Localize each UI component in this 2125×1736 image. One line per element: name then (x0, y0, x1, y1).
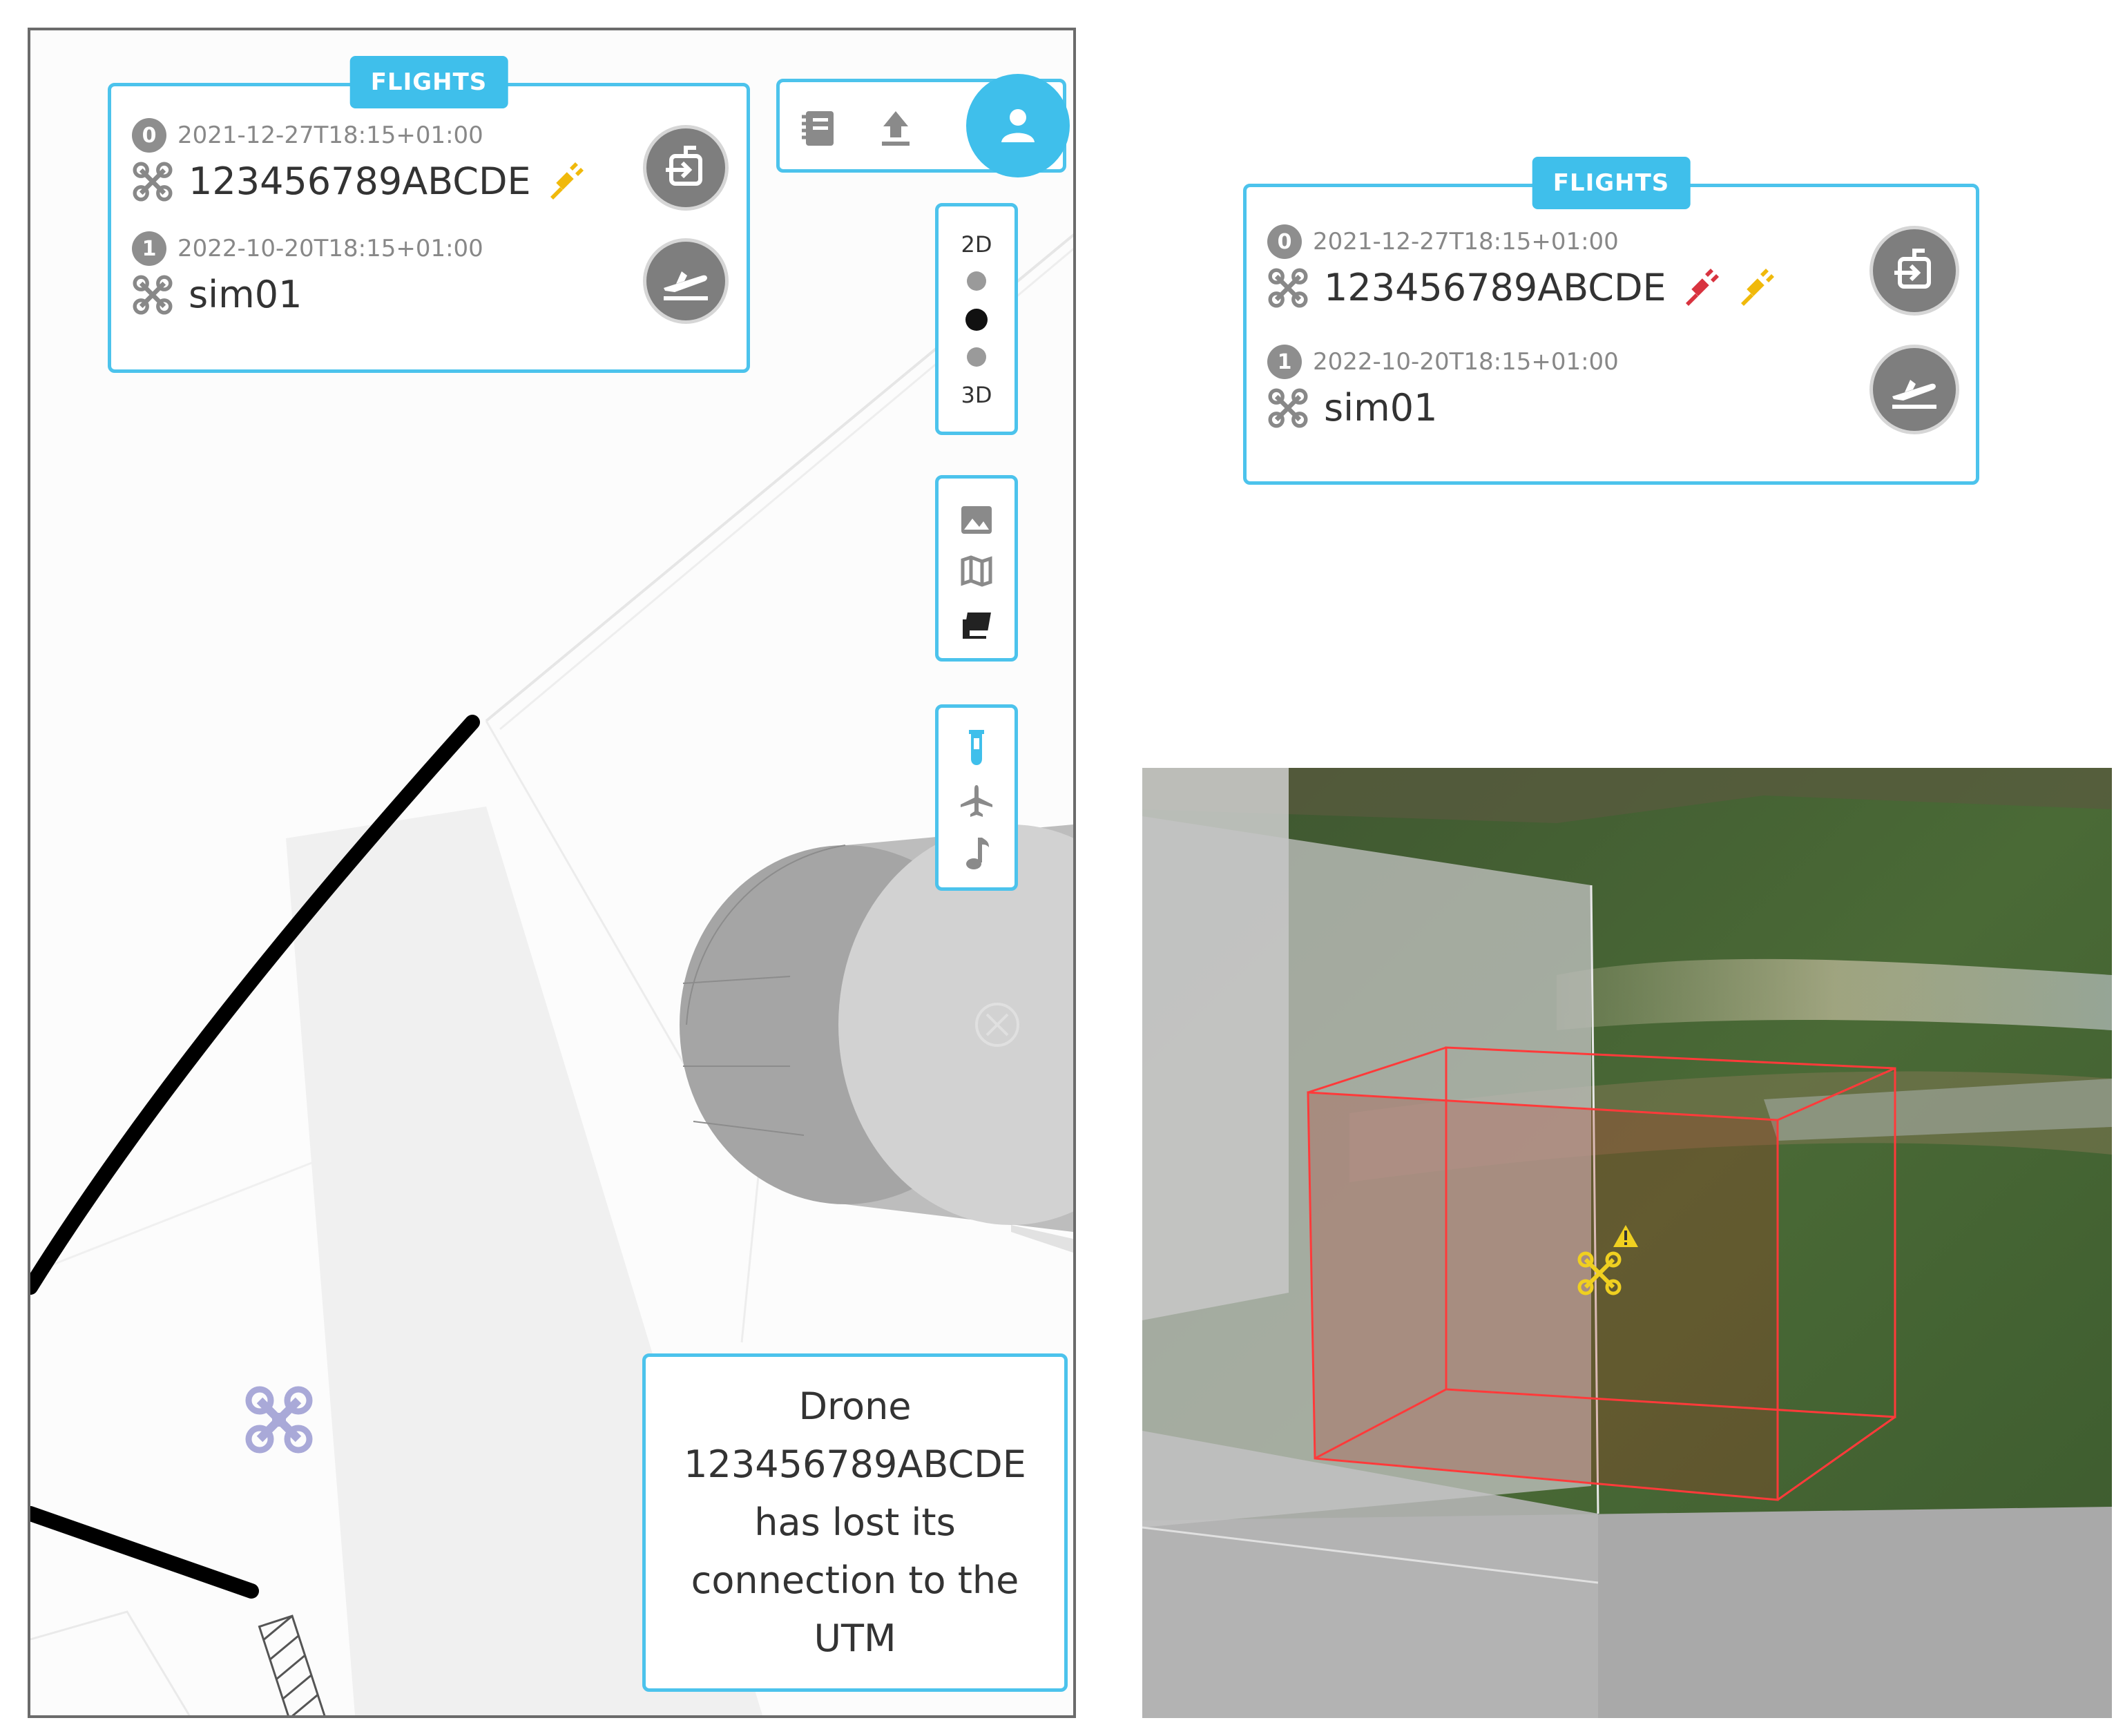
map-icon[interactable] (960, 554, 993, 588)
view-dimension-slider[interactable]: 2D 3D (935, 203, 1018, 435)
layers-icon[interactable] (959, 608, 994, 642)
user-icon (1001, 109, 1035, 142)
flight-item[interactable]: 0 2021-12-27T18:15+01:00 123456789ABCDE (132, 118, 726, 203)
switch-flight-button[interactable] (643, 125, 729, 211)
music-note-icon[interactable] (963, 835, 990, 871)
flights-panel: FLIGHTS 0 2021-12-27T18:15+01:00 1234567… (108, 56, 750, 373)
flight-item[interactable]: 0 2021-12-27T18:15+01:00 123456789ABCDE (1267, 224, 1955, 309)
layer-controls (935, 475, 1018, 662)
notebook-icon[interactable] (796, 106, 840, 150)
flight-name: sim01 (189, 273, 302, 316)
takeoff-button[interactable] (643, 238, 729, 324)
flight-index-badge: 1 (1267, 345, 1302, 379)
switch-flight-icon (666, 146, 702, 186)
drone-marker-icon[interactable] (244, 1385, 314, 1454)
slider-step[interactable] (967, 271, 986, 291)
flight-name: sim01 (1324, 386, 1438, 430)
drone-icon (133, 275, 173, 314)
switch-flight-icon (1894, 249, 1931, 289)
connection-lost-alert: Drone 123456789ABCDE has lost its connec… (642, 1353, 1068, 1692)
flight-timestamp: 2021-12-27T18:15+01:00 (1313, 228, 1619, 255)
image-icon[interactable] (960, 505, 993, 535)
3d-label[interactable]: 3D (961, 382, 992, 408)
slider-step-active[interactable] (965, 309, 988, 331)
takeoff-icon (1892, 380, 1936, 409)
flight-timestamp: 2022-10-20T18:15+01:00 (177, 235, 483, 262)
flight-index-badge: 0 (1267, 224, 1302, 259)
drone-icon (1268, 268, 1308, 307)
takeoff-button[interactable] (1869, 345, 1959, 434)
flights-tag: FLIGHTS (1532, 157, 1691, 209)
flight-name: 123456789ABCDE (189, 160, 531, 203)
slider-step[interactable] (967, 347, 986, 367)
flight-name: 123456789ABCDE (1324, 266, 1666, 309)
flight-timestamp: 2021-12-27T18:15+01:00 (177, 122, 483, 149)
switch-flight-button[interactable] (1869, 226, 1959, 316)
map-view-3d[interactable] (1142, 768, 2112, 1718)
drone-icon (1268, 388, 1308, 427)
flights-panel-lost-connection: FLIGHTS 0 2021-12-27T18:15+01:00 1234567… (1243, 157, 1979, 485)
flight-index-badge: 1 (132, 231, 166, 266)
plug-icon (1740, 268, 1774, 306)
drone-icon (133, 162, 173, 201)
map-view-2d[interactable]: FLIGHTS 0 2021-12-27T18:15+01:00 1234567… (28, 28, 1076, 1718)
takeoff-icon (664, 271, 708, 300)
upload-icon[interactable] (876, 106, 915, 150)
airplane-icon[interactable] (959, 784, 994, 818)
alert-message: Drone 123456789ABCDE has lost its connec… (684, 1385, 1026, 1660)
test-tube-icon[interactable] (966, 729, 987, 767)
drone-warning-marker (1577, 1225, 1638, 1295)
flights-tag: FLIGHTS (349, 56, 508, 108)
tool-controls (935, 704, 1018, 891)
flight-item[interactable]: 1 2022-10-20T18:15+01:00 sim01 (132, 231, 726, 316)
flight-index-badge: 0 (132, 118, 166, 153)
top-toolbar (776, 74, 1070, 177)
flight-timestamp: 2022-10-20T18:15+01:00 (1313, 348, 1619, 376)
plug-lost-icon (1685, 268, 1719, 306)
plug-icon (550, 162, 584, 200)
3d-scene (1142, 768, 2112, 1718)
2d-label[interactable]: 2D (961, 231, 992, 258)
user-profile-button[interactable] (966, 74, 1070, 177)
flight-item[interactable]: 1 2022-10-20T18:15+01:00 sim01 (1267, 345, 1955, 430)
